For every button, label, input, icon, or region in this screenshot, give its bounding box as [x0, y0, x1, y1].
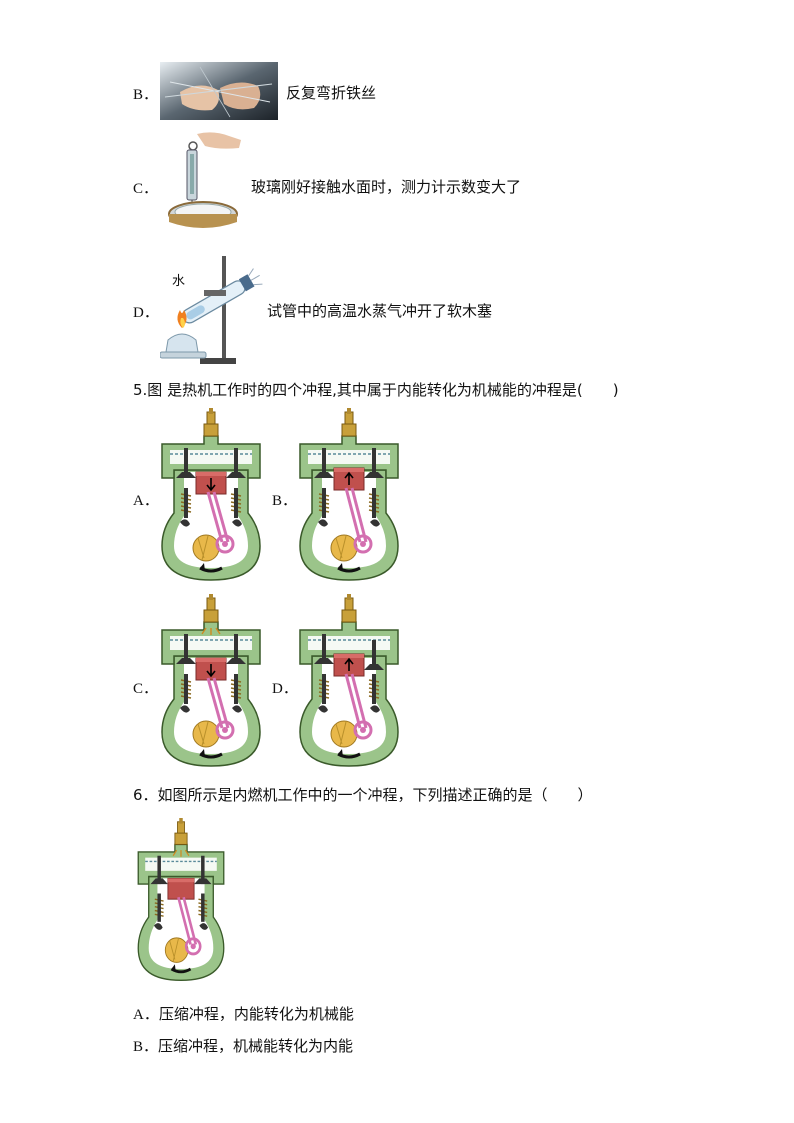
q5-engine-b [294, 408, 404, 586]
q5-engine-c [156, 594, 266, 772]
q6-option-b-letter: B． [133, 1039, 159, 1055]
option-d-letter: D． [133, 305, 159, 321]
q6-engine [133, 818, 229, 986]
option-b-letter: B． [133, 87, 159, 103]
q6-stem: 6．如图所示是内燃机工作中的一个冲程，下列描述正确的是（ ） [133, 786, 593, 804]
option-b-text: 反复弯折铁丝 [286, 84, 377, 102]
q6-option-b[interactable]: B．压缩冲程，机械能转化为内能 [133, 1035, 353, 1056]
q5-option-a-letter: A． [133, 493, 159, 509]
bending-wire-image [160, 62, 278, 120]
q5-stem: 5.图 是热机工作时的四个冲程,其中属于内能转化为机械能的冲程是( ) [133, 381, 619, 399]
q6-option-b-text: 压缩冲程，机械能转化为内能 [158, 1037, 354, 1055]
spring-scale-image [163, 130, 243, 232]
q5-option-d-letter: D． [272, 681, 298, 697]
q6-option-a-text: 压缩冲程，内能转化为机械能 [158, 1005, 354, 1023]
q6-option-a-letter: A． [133, 1007, 159, 1023]
q6-option-a[interactable]: A．压缩冲程，内能转化为机械能 [133, 1003, 354, 1024]
q5-engine-a [156, 408, 266, 586]
option-c-text: 玻璃刚好接触水面时，测力计示数变大了 [251, 178, 522, 196]
option-c-letter: C． [133, 181, 159, 197]
test-tube-apparatus-image [160, 248, 266, 368]
q5-option-c-letter: C． [133, 681, 159, 697]
option-d-text: 试管中的高温水蒸气冲开了软木塞 [267, 302, 493, 320]
q5-option-b-letter: B． [272, 493, 298, 509]
water-label: 水 [172, 274, 186, 289]
q5-engine-d [294, 594, 404, 772]
